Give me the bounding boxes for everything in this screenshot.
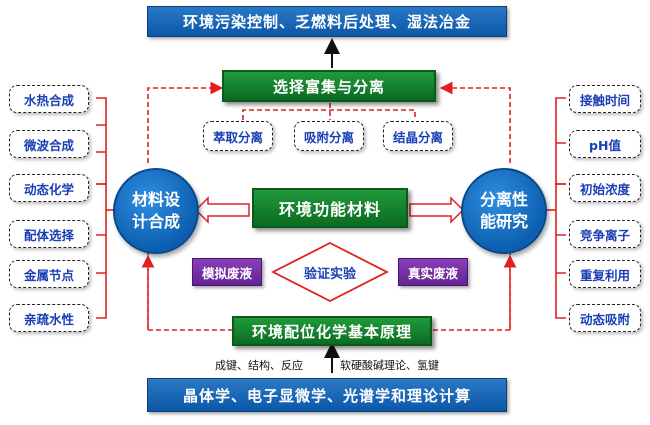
- separation-performance-circle: 分离性 能研究: [461, 168, 547, 254]
- right-circle-line2: 能研究: [479, 212, 528, 231]
- right-item-reuse: 重复利用: [569, 260, 641, 288]
- right-item-contact-time: 接触时间: [569, 85, 641, 113]
- method-adsorption: 吸附分离: [294, 121, 364, 151]
- left-item-metal-node: 金属节点: [9, 260, 89, 288]
- real-waste-box: 真实废液: [398, 258, 468, 286]
- left-item-dynamic-chemistry: 动态化学: [9, 174, 89, 202]
- verify-diamond: [271, 241, 389, 303]
- note-hsab: 软硬酸碱理论、氢键: [340, 359, 439, 372]
- left-item-microwave: 微波合成: [9, 130, 89, 158]
- loop-top-left-arrow: [147, 81, 224, 163]
- left-circle-line2: 计合成: [131, 212, 180, 231]
- left-item-ligand: 配体选择: [9, 220, 89, 248]
- loop-top-right-arrow: [439, 81, 511, 163]
- left-bracket-upper: [96, 97, 107, 185]
- principle-box: 环境配位化学基本原理: [232, 316, 432, 346]
- method-crystallization: 结晶分离: [383, 121, 453, 151]
- core-material-box: 环境功能材料: [252, 188, 408, 228]
- right-item-ph: pH值: [569, 130, 641, 158]
- methods-bracket: [242, 109, 416, 120]
- left-circle-line1: 材料设: [131, 190, 180, 209]
- right-bracket-upper: [555, 97, 566, 185]
- left-item-hydrophobicity: 亲疏水性: [9, 304, 89, 332]
- simulated-waste-box: 模拟废液: [192, 258, 262, 286]
- hollow-arrow-right: [409, 196, 465, 224]
- right-circle-line1: 分离性: [479, 190, 528, 209]
- left-bracket-lower: [96, 183, 107, 319]
- right-bracket-lower: [555, 183, 566, 319]
- hollow-arrow-left: [194, 196, 250, 224]
- application-bar: 环境污染控制、乏燃料后处理、湿法冶金: [147, 6, 507, 37]
- right-item-dynamic-adsorption: 动态吸附: [569, 304, 641, 332]
- method-extraction: 萃取分离: [203, 121, 273, 151]
- left-item-hydrothermal: 水热合成: [9, 85, 89, 113]
- separation-enrichment-box: 选择富集与分离: [222, 70, 436, 102]
- right-item-initial-concentration: 初始浓度: [569, 174, 641, 202]
- right-item-competing-ions: 竞争离子: [569, 220, 641, 248]
- verify-label: 验证实验: [303, 266, 356, 282]
- material-design-circle: 材料设 计合成: [113, 168, 199, 254]
- technique-bar: 晶体学、电子显微学、光谱学和理论计算: [147, 378, 507, 412]
- note-bonding: 成键、结构、反应: [215, 359, 303, 372]
